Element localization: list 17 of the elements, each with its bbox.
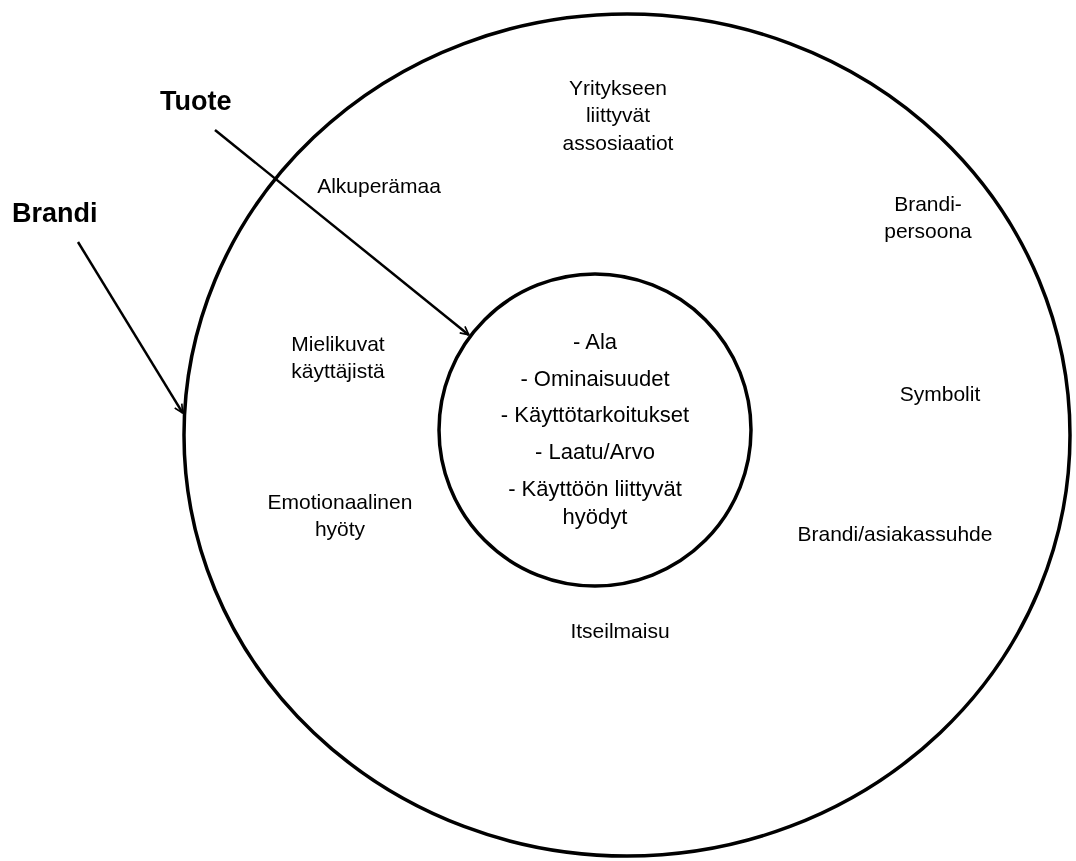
ring-label: Emotionaalinen hyöty: [266, 489, 414, 543]
ring-label: Mielikuvat käyttäjistä: [290, 331, 386, 385]
ring-label: Yritykseen liittyvät assosiaatiot: [561, 75, 675, 156]
arrow: [214, 129, 470, 336]
ring-label: Brandi-persoona: [883, 191, 973, 245]
heading-label: Brandi: [12, 198, 98, 229]
heading-label: Tuote: [160, 86, 232, 117]
ring-label: Symbolit: [898, 381, 982, 407]
list-item: - Käyttötarkoitukset: [500, 401, 690, 430]
arrow: [76, 241, 184, 414]
ring-label: Brandi/asiakassuhde: [796, 521, 994, 547]
list-item: - Ala: [573, 328, 617, 357]
list-item: - Käyttöön liittyvät hyödyt: [507, 474, 683, 532]
list-item: - Laatu/Arvo: [535, 438, 655, 466]
list-item: - Ominaisuudet: [520, 364, 670, 393]
ring-label: Alkuperämaa: [316, 173, 442, 199]
ring-label: Itseilmaisu: [569, 618, 671, 644]
